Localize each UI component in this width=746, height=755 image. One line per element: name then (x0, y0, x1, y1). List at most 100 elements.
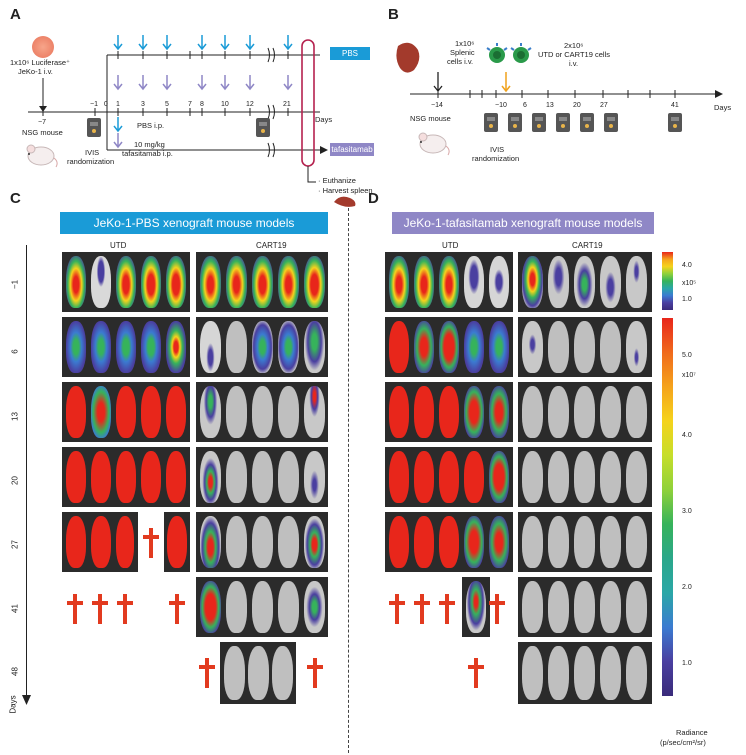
a-day-label: 0 (104, 101, 108, 108)
b-day-label: −10 (495, 102, 507, 109)
death-cross-icon (389, 594, 405, 624)
bioluminescence-image (62, 252, 190, 312)
c-cart19-header: CART19 (256, 241, 287, 250)
bioluminescence-image (385, 512, 513, 572)
scale-top-exp: x10⁵ (682, 280, 697, 287)
bioluminescence-image (518, 382, 652, 442)
bioluminescence-image (220, 642, 296, 704)
bioluminescence-image (385, 447, 513, 507)
bioluminescence-image (196, 382, 328, 442)
death-cross-icon (489, 594, 505, 624)
b-splenic-label2: Splenic (450, 48, 475, 57)
ivis-machine-icon (604, 113, 618, 132)
death-cross-icon (307, 658, 323, 688)
scale-bottom-tick: 3.0 (682, 508, 692, 515)
c-day-label: 48 (10, 667, 20, 676)
b-day-label: 20 (573, 102, 581, 109)
radiance-label: Radiance (676, 728, 708, 737)
a-day-label: 8 (200, 101, 204, 108)
mouse-icon (26, 144, 58, 168)
scale-top-tick: 4.0 (682, 262, 692, 269)
b-splenic-label3: cells i.v. (447, 57, 474, 66)
bioluminescence-image (385, 252, 513, 312)
panel-a-timeline (28, 35, 328, 183)
ivis-machine-icon (87, 118, 101, 137)
a-day-label: 21 (283, 101, 291, 108)
panel-b-timeline (410, 72, 723, 98)
scale-bottom-tick: 5.0 (682, 352, 692, 359)
spleen-icon (334, 196, 356, 207)
b-day-label: 6 (523, 102, 527, 109)
mouse-icon (418, 132, 450, 156)
b-randomization-label: randomization (472, 154, 520, 163)
c-day-label: −1 (10, 279, 20, 290)
bioluminescence-image (385, 317, 513, 377)
b-mouse-label: NSG mouse (410, 114, 451, 123)
scale-bottom-tick: 2.0 (682, 584, 692, 591)
c-utd-header: UTD (110, 241, 127, 250)
death-cross-icon (92, 594, 108, 624)
ivis-machine-icon (580, 113, 594, 132)
b-ivis-label: IVIS (490, 145, 505, 154)
cell-icon (32, 36, 54, 58)
a-euthanize-label: · Euthanize (318, 176, 356, 185)
bioluminescence-image (62, 317, 190, 377)
death-cross-icon (143, 528, 159, 558)
death-cross-icon (169, 594, 185, 624)
a-day-label: 10 (221, 101, 229, 108)
c-day-label: 41 (10, 604, 20, 613)
a-dose-label2: tafasitamab i.p. (122, 149, 173, 158)
scale-bottom-exp: x10⁷ (682, 372, 696, 379)
death-cross-icon (117, 594, 133, 624)
a-dose-label: 10 mg/kg (134, 140, 165, 149)
c-day-label: 20 (10, 476, 20, 485)
d-utd-header: UTD (442, 241, 459, 250)
death-cross-icon (468, 658, 484, 688)
radiance-unit: (p/sec/cm²/sr) (660, 738, 706, 747)
death-cross-icon (199, 658, 215, 688)
death-cross-icon (414, 594, 430, 624)
bioluminescence-image (196, 577, 328, 637)
c-day-label: 6 (10, 349, 20, 354)
a-day-label: 5 (165, 101, 169, 108)
bioluminescence-image (196, 317, 328, 377)
car-t-cell-icon (486, 43, 532, 63)
b-ivis-machines (483, 111, 619, 133)
b-day-label: 27 (600, 102, 608, 109)
ivis-machine-icon (508, 113, 522, 132)
c-day-axis-arrow (22, 695, 31, 705)
bioluminescence-image (462, 577, 490, 637)
b-splenic-label: 1x10⁶ (455, 39, 475, 48)
bioluminescence-image (62, 512, 138, 572)
radiance-scale-bottom (662, 318, 673, 696)
d-cart19-header: CART19 (572, 241, 603, 250)
a-day-label: −7 (38, 119, 46, 126)
scale-bottom-tick: 4.0 (682, 432, 692, 439)
panel-c-letter: C (10, 190, 21, 207)
ivis-machine-icon (484, 113, 498, 132)
panel-d-title: JeKo-1-tafasitamab xenograft mouse model… (392, 212, 654, 234)
ivis-machine-icon (532, 113, 546, 132)
bioluminescence-image (62, 447, 190, 507)
a-day-label: 3 (141, 101, 145, 108)
scale-bottom-tick: 1.0 (682, 660, 692, 667)
panel-a-letter: A (10, 6, 21, 23)
a-mouse-label: NSG mouse (22, 128, 63, 137)
bioluminescence-image (196, 252, 328, 312)
bioluminescence-image (518, 317, 652, 377)
c-day-axis (26, 245, 27, 700)
death-cross-icon (439, 594, 455, 624)
scale-top-tick: 1.0 (682, 296, 692, 303)
c-day-label: 27 (10, 540, 20, 549)
a-ivis-label: IVIS (85, 148, 100, 157)
a-day-label: 12 (246, 101, 254, 108)
b-car-label: 2x10⁶ (564, 41, 584, 50)
bioluminescence-image (164, 512, 190, 572)
pbs-tag: PBS (330, 47, 370, 60)
b-day-label: 41 (671, 102, 679, 109)
a-day-label: −1 (90, 101, 98, 108)
panel-divider (348, 208, 349, 753)
panel-b-letter: B (388, 6, 399, 23)
ivis-machine-icon (668, 113, 682, 132)
ivis-machine-icon (556, 113, 570, 132)
